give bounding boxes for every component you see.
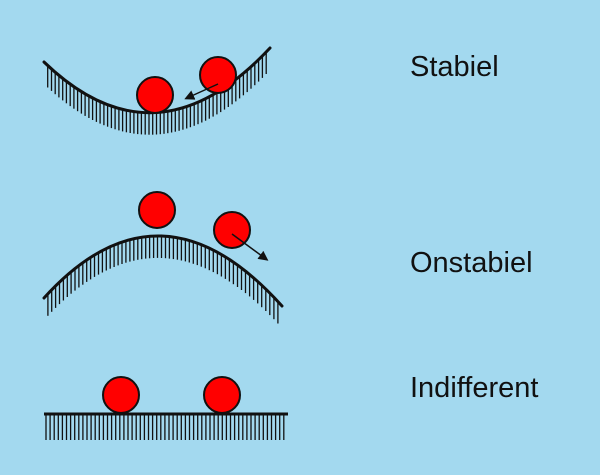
valley-hatching <box>47 52 267 135</box>
label-unstable: Onstabiel <box>410 247 533 279</box>
hill-curve <box>42 234 284 308</box>
stable-ball-rest <box>136 76 174 114</box>
unstable-ball-displaced <box>213 211 251 249</box>
unstable-hill <box>42 234 284 324</box>
neutral-floor <box>44 412 288 440</box>
unstable-ball-top <box>138 191 176 229</box>
hill-hatching <box>47 235 279 324</box>
label-neutral: Indifferent <box>410 372 539 404</box>
floor-hatching <box>45 414 285 440</box>
diverging-arrow <box>231 233 269 261</box>
neutral-ball-left <box>102 376 140 414</box>
stable-ball-displaced <box>199 56 237 94</box>
restoring-arrow <box>184 83 219 100</box>
neutral-ball-right <box>203 376 241 414</box>
label-stable: Stabiel <box>410 51 499 83</box>
